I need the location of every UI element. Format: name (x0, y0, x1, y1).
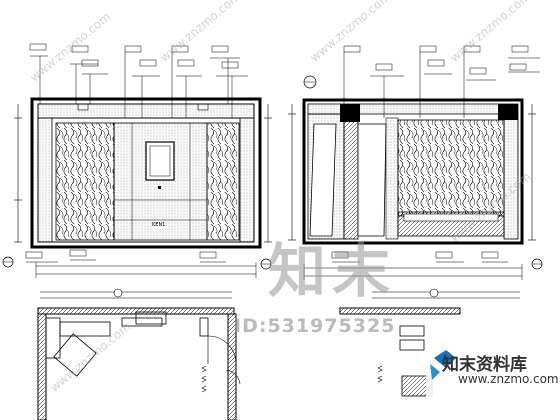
elevation-left-center-label: KEN1 (152, 222, 165, 228)
wave-panel-left (55, 122, 115, 241)
floor-plan (37, 288, 520, 420)
brand-name: 知末资料库 (442, 355, 527, 375)
tv-frame (145, 141, 175, 181)
elevation-left: KEN1 (14, 97, 272, 249)
slanted-panel (309, 123, 337, 237)
elevation-left-leaders (29, 43, 248, 118)
wave-panel-right (206, 122, 240, 241)
elevation-right (288, 98, 536, 245)
elevation-right-bottom-leaders (303, 251, 523, 280)
watermark-large: 知末 (268, 237, 397, 305)
elevation-left-bottom-leaders (25, 249, 257, 278)
brand-logo-icon (426, 346, 560, 420)
brand-url: www.znzmo.com (458, 372, 559, 386)
elevation-right-leaders (343, 45, 540, 118)
wave-panel-bed-wall (397, 119, 505, 217)
elevation-right-frame (302, 98, 524, 245)
watermark-id: ID:531975325 (234, 315, 396, 337)
elevation-left-frame (30, 97, 262, 249)
section-marker-left (2, 75, 543, 270)
plan-chair (53, 333, 97, 377)
